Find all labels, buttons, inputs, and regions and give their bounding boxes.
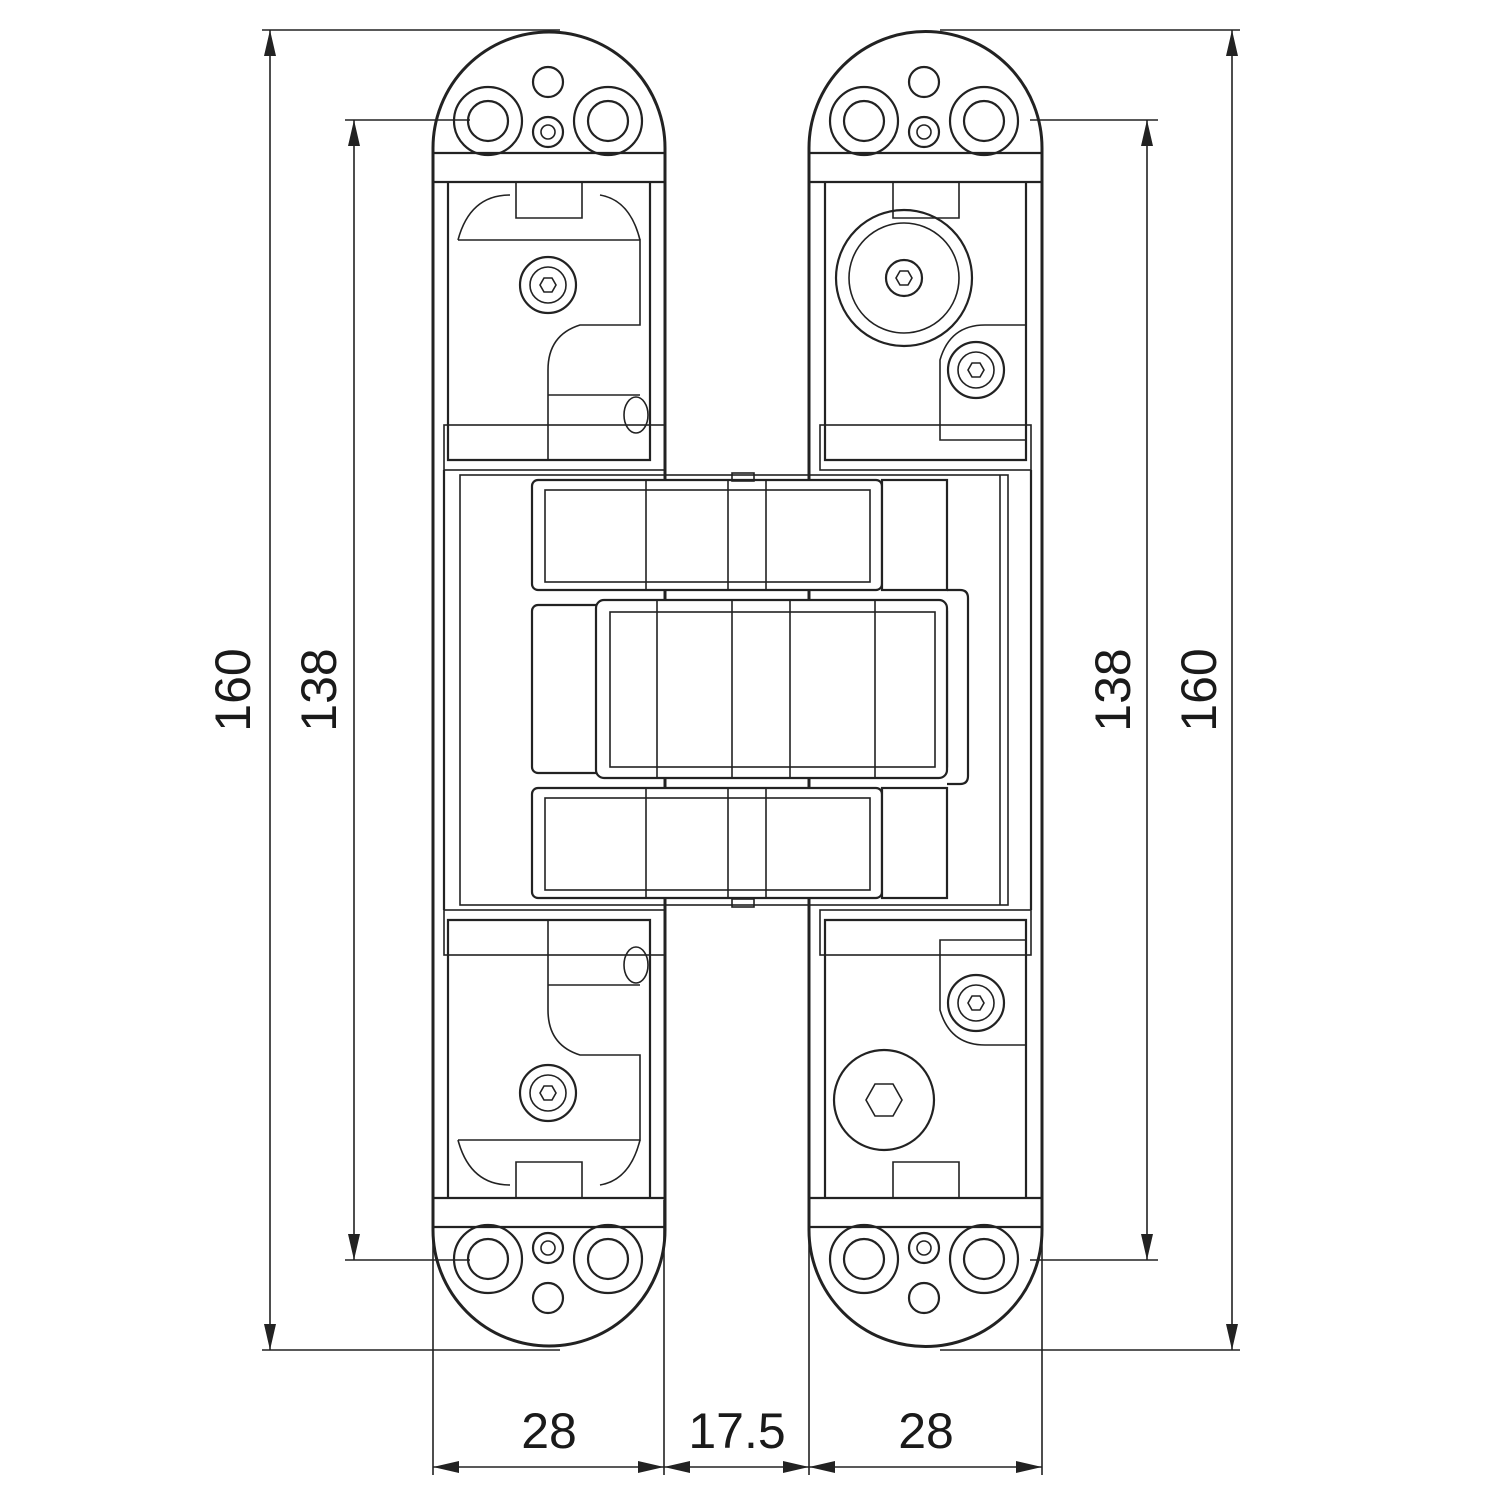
dim-138-right: 138 xyxy=(1085,648,1141,731)
dim-17-5-gap: 17.5 xyxy=(688,1403,785,1459)
dimension-lines xyxy=(262,29,1240,1475)
dim-160-right: 160 xyxy=(1171,648,1227,731)
center-knuckle xyxy=(459,472,1009,908)
right-hinge-plate xyxy=(807,30,1044,1348)
dim-138-left: 138 xyxy=(291,648,347,731)
dim-160-left: 160 xyxy=(205,648,261,731)
left-hinge-plate xyxy=(431,30,667,1348)
dim-28-right: 28 xyxy=(898,1403,954,1459)
dim-28-left: 28 xyxy=(521,1403,577,1459)
dimension-arrows xyxy=(264,30,1238,1473)
